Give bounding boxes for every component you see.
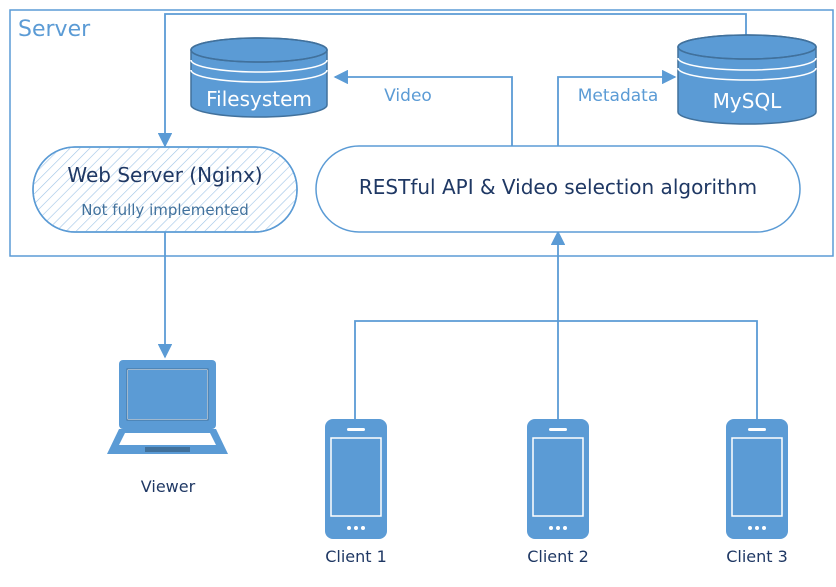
- mysql-label: MySQL: [713, 89, 783, 113]
- video-edge-label: Video: [384, 86, 432, 106]
- api-to-filesystem-edge: [333, 69, 513, 146]
- metadata-edge-label: Metadata: [578, 86, 659, 106]
- client-2-label: Client 2: [527, 547, 589, 566]
- api-node: RESTful API & Video selection algorithm: [315, 145, 801, 233]
- web-server-label: Web Server (Nginx): [67, 163, 262, 187]
- client-1-label: Client 1: [325, 547, 387, 566]
- client-3-label: Client 3: [726, 547, 788, 566]
- mysql-database: MySQL: [677, 34, 817, 125]
- api-to-mysql-edge: [557, 69, 677, 146]
- clients-bus: [354, 320, 758, 420]
- laptop-icon: [107, 360, 228, 454]
- phone-icon: [527, 419, 589, 539]
- phone-icon: [726, 419, 788, 539]
- phone-icon: [325, 419, 387, 539]
- filesystem-label: Filesystem: [206, 87, 312, 111]
- web-server-note: Not fully implemented: [81, 201, 249, 219]
- server-title: Server: [18, 17, 91, 42]
- mysql-to-webserver-edge: [157, 13, 747, 148]
- web-server-node: Web Server (Nginx) Not fully implemented: [32, 146, 298, 233]
- connectors: [157, 13, 758, 420]
- api-label: RESTful API & Video selection algorithm: [359, 175, 757, 199]
- filesystem-database: Filesystem: [190, 37, 328, 118]
- viewer-label: Viewer: [141, 477, 196, 496]
